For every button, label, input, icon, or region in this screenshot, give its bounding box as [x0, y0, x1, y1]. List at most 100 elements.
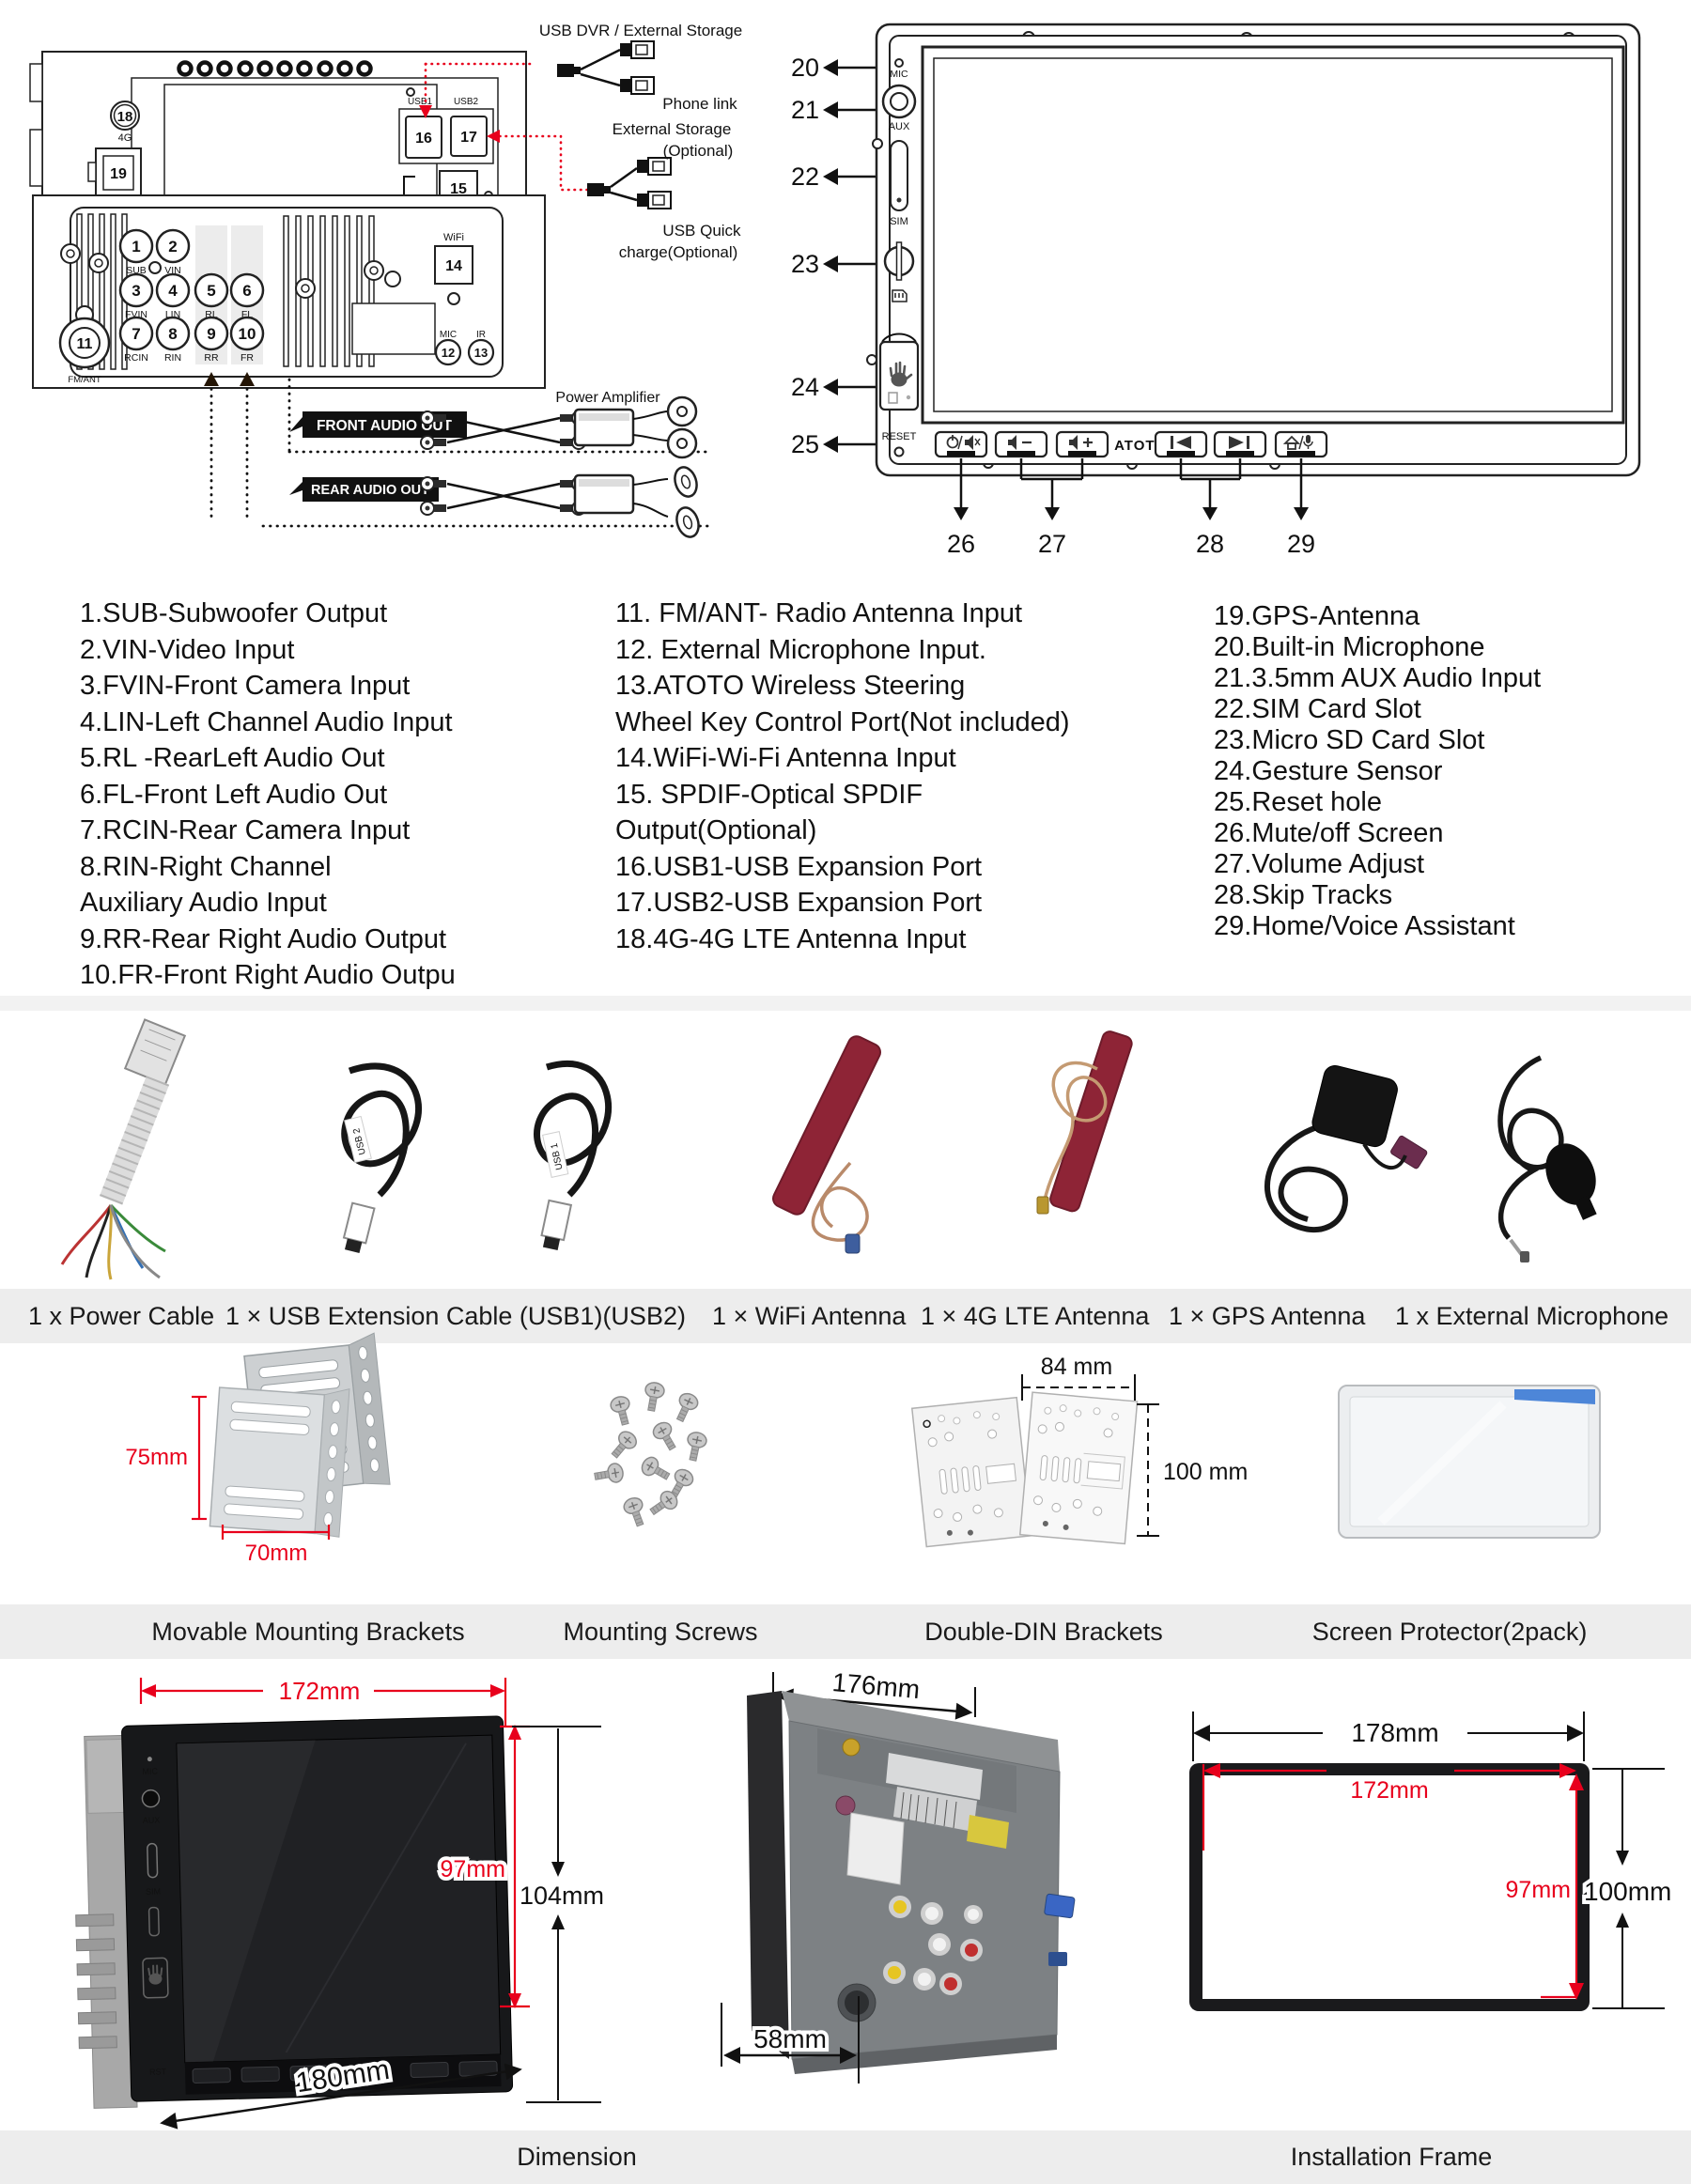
- svg-text:RST: RST: [149, 2067, 167, 2076]
- svg-text:1: 1: [132, 238, 140, 256]
- legend-item: 21.3.5mm AUX Audio Input: [1214, 663, 1542, 693]
- legend-item: 9.RR-Rear Right Audio Output: [80, 923, 447, 954]
- reset-hole: [893, 446, 905, 457]
- dim-97mm-inner: 97mm: [1502, 1774, 1584, 2000]
- hardware-images: 75mm 70mm: [125, 1332, 1601, 1566]
- usb-block: USB1 USB2 16 17 15 SPDIF: [398, 97, 494, 216]
- audio-routing: [204, 372, 709, 528]
- gps-antenna-image: [1264, 1064, 1428, 1232]
- installation-frame-photo: 178mm 172mm 97mm 100mm: [1189, 1712, 1675, 2011]
- legend-item: Auxiliary Audio Input: [80, 888, 327, 918]
- rear-panel-diagram: 18 4G 19 GPS USB1 USB2 16 17 15 SPDIF: [29, 22, 742, 538]
- usb-routing: [419, 62, 589, 192]
- svg-text:2: 2: [168, 238, 177, 256]
- power-amplifier-label: Power Amplifier: [555, 390, 660, 406]
- legend-item: 18.4G-4G LTE Antenna Input: [615, 923, 967, 954]
- hardware-caption: Double-DIN Brackets: [924, 1618, 1163, 1646]
- ext-storage-opt-label: (Optional): [663, 142, 734, 160]
- mounting-screws-image: [592, 1380, 709, 1529]
- next-track-icon: [1229, 436, 1249, 449]
- legend-item: 23.Micro SD Card Slot: [1214, 725, 1485, 755]
- usb-quick-label2: charge(Optional): [619, 243, 738, 261]
- vent-holes: [177, 60, 373, 77]
- rear-lower-chassis: [32, 194, 546, 389]
- svg-text:17: 17: [460, 130, 477, 146]
- legend-item: 4.LIN-Left Channel Audio Input: [80, 706, 453, 737]
- svg-text:SIM: SIM: [890, 216, 908, 227]
- home-voice-icon: [1282, 435, 1313, 450]
- accessory-label: 1 × WiFi Antenna: [712, 1302, 907, 1330]
- svg-text:172mm: 172mm: [279, 1677, 361, 1705]
- blue-connector: [1044, 1893, 1076, 1919]
- svg-text:7: 7: [132, 325, 140, 343]
- unit-brand-logo: ATOTO: [346, 2065, 392, 2080]
- legend-item: 29.Home/Voice Assistant: [1214, 911, 1515, 941]
- svg-text:10: 10: [239, 325, 256, 343]
- svg-text:15: 15: [450, 181, 467, 197]
- previous-track-icon: [1171, 436, 1191, 449]
- usb-cable-usb1-image: USB 1: [534, 1060, 613, 1251]
- legend-item: 10.FR-Front Right Audio Outpu: [80, 960, 456, 990]
- power-mute-button: [934, 430, 988, 458]
- svg-text:16: 16: [415, 131, 432, 147]
- home-voice-button: [1274, 430, 1328, 458]
- sim-slot-icon: [890, 140, 908, 211]
- volume-down-button: [994, 430, 1048, 458]
- ext-storage-label: External Storage: [613, 120, 732, 138]
- port-11-fm-ant: 11 FM/ANT: [58, 305, 111, 385]
- svg-text:26: 26: [947, 530, 975, 558]
- gold-antenna-connector: [842, 1738, 861, 1757]
- port-12-mic: MIC 12: [434, 330, 462, 366]
- next-track-button: [1213, 430, 1267, 458]
- rca-jacks: [883, 1896, 983, 1995]
- svg-text:104mm: 104mm: [520, 1882, 604, 1910]
- svg-text:USB1: USB1: [408, 97, 433, 107]
- accessory-label: 1 x Power Cable: [28, 1302, 215, 1330]
- svg-text:176mm: 176mm: [831, 1667, 922, 1704]
- legend-item: 24.Gesture Sensor: [1214, 756, 1443, 786]
- bottom-caption-band: Dimension Installation Frame: [0, 2130, 1691, 2184]
- legend-item: 25.Reset hole: [1214, 787, 1382, 817]
- front-left-strip: MIC AUX SIM: [866, 58, 920, 457]
- external-microphone-image: [1497, 1055, 1597, 1262]
- legend-item: 1.SUB-Subwoofer Output: [80, 598, 388, 628]
- micro-sd-slot-icon: [883, 241, 915, 302]
- legend-item: 5.RL -RearLeft Audio Out: [80, 743, 385, 773]
- movable-brackets-image: 75mm 70mm: [125, 1332, 391, 1566]
- wifi-antenna-image: [772, 1035, 881, 1254]
- dim-58mm: 58mm: [721, 1996, 860, 2083]
- svg-text:11: 11: [77, 336, 93, 352]
- legend-item: 20.Built-in Microphone: [1214, 632, 1485, 662]
- rear-view-photo: 176mm: [721, 1667, 1076, 2083]
- svg-text:25: 25: [791, 430, 819, 458]
- svg-text:RIN: RIN: [164, 352, 181, 364]
- svg-text:22: 22: [791, 163, 819, 191]
- svg-text:REAR AUDIO OUT: REAR AUDIO OUT: [311, 483, 429, 498]
- svg-text:58mm: 58mm: [753, 2024, 827, 2053]
- svg-text:WiFi: WiFi: [443, 232, 464, 243]
- legend-item: Output(Optional): [615, 815, 817, 845]
- dim-178mm: 178mm: [1192, 1712, 1585, 1761]
- svg-text:AUX: AUX: [889, 121, 910, 132]
- bottom-callouts: 26 27 28 29: [947, 458, 1315, 558]
- legend-item: 15. SPDIF-Optical SPDIF: [615, 779, 923, 810]
- svg-text:6: 6: [242, 282, 251, 300]
- divider-band: [0, 996, 1691, 1011]
- legend-item: 8.RIN-Right Channel: [80, 851, 332, 882]
- svg-text:21: 21: [791, 96, 819, 124]
- volume-up-button: [1055, 430, 1109, 458]
- svg-text:29: 29: [1287, 530, 1315, 558]
- hardware-caption-band: Movable Mounting Brackets Mounting Screw…: [0, 1604, 1691, 1659]
- accessory-label: 1 × 4G LTE Antenna: [921, 1302, 1150, 1330]
- legend-item: 26.Mute/off Screen: [1214, 818, 1444, 848]
- lte-antenna-image: [1036, 1030, 1133, 1215]
- svg-text:20: 20: [791, 54, 819, 82]
- legend-item: 11. FM/ANT- Radio Antenna Input: [615, 598, 1023, 628]
- svg-text:4G: 4G: [118, 132, 132, 144]
- power-cable-image: [60, 1018, 187, 1280]
- svg-text:MIC: MIC: [440, 330, 457, 340]
- gesture-sensor: [878, 333, 920, 411]
- svg-text:19: 19: [110, 166, 127, 182]
- svg-text:178mm: 178mm: [1351, 1718, 1438, 1747]
